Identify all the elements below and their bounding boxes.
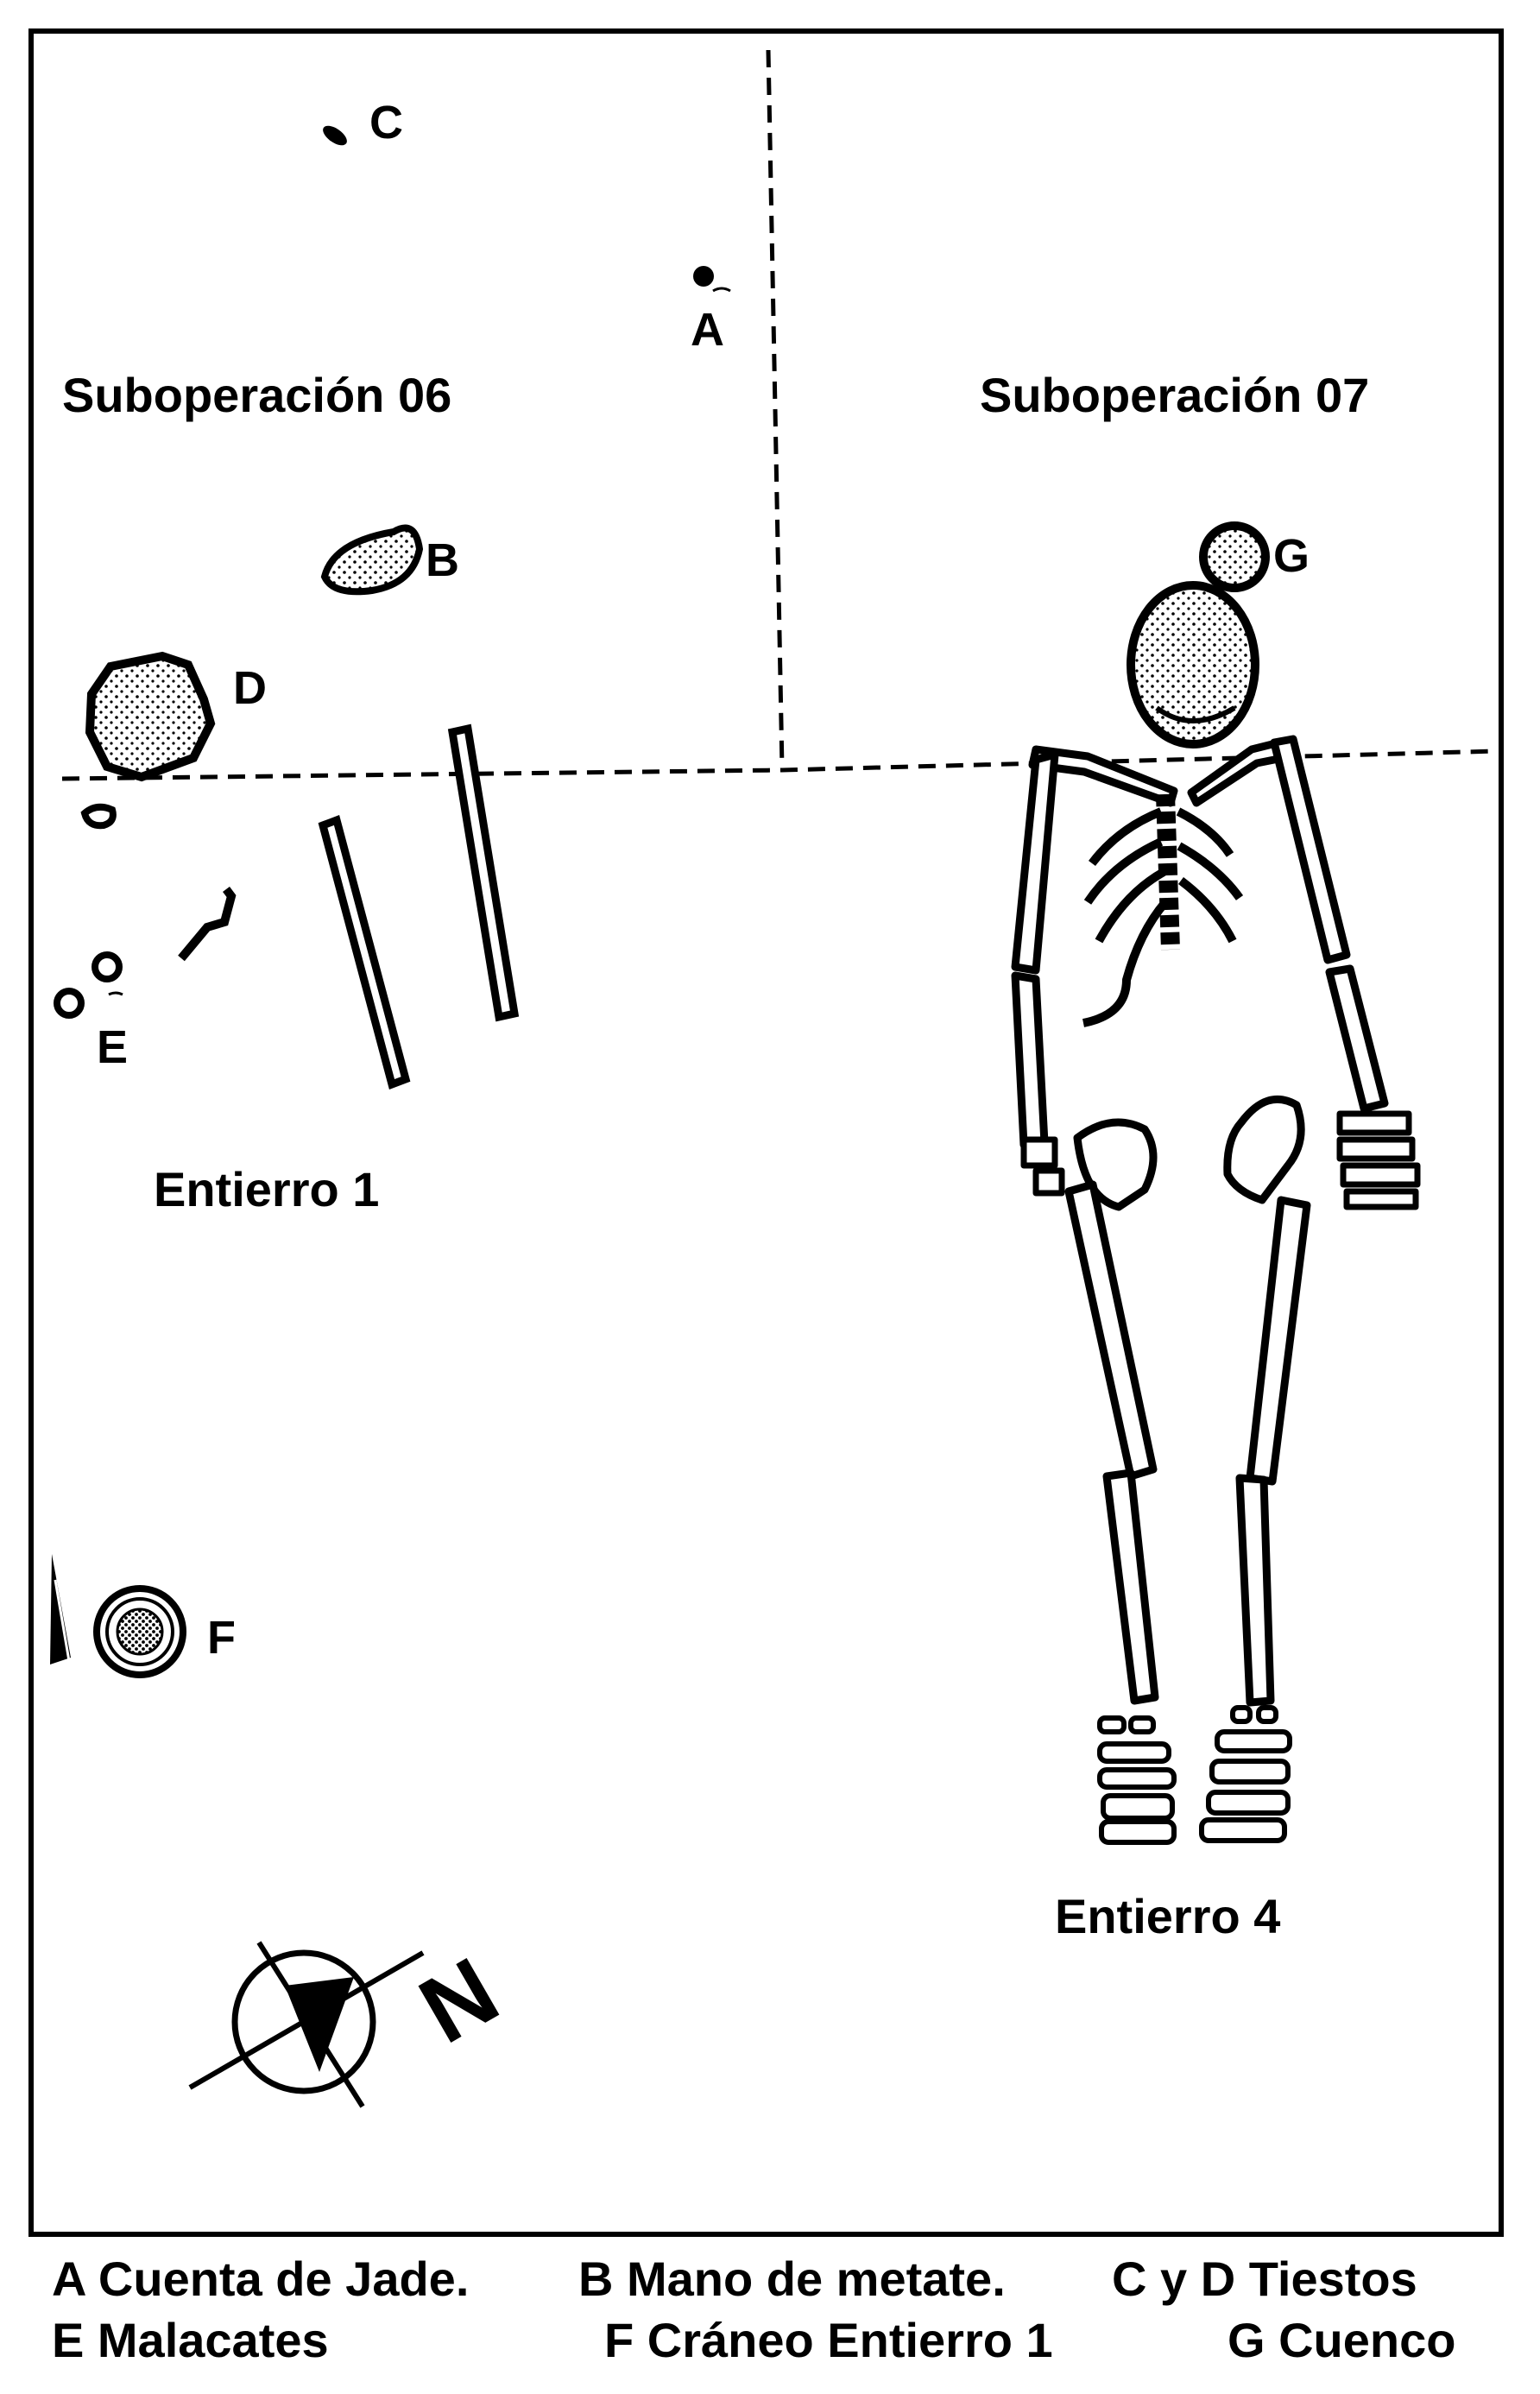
north-arrow-icon — [188, 1941, 425, 2108]
marker-e-label: E — [97, 1021, 129, 1073]
legend-item-cd: C y D Tiestos — [1112, 2252, 1417, 2306]
artifact-g — [1199, 521, 1270, 592]
artifact-b — [320, 524, 424, 596]
legend-item-g: G Cuenco — [1228, 2313, 1456, 2367]
artifact-f — [50, 1554, 186, 1678]
legend-item-f: F Cráneo Entierro 1 — [604, 2313, 1053, 2367]
suboperation-06-label: Suboperación 06 — [62, 368, 452, 422]
suboperation-07-label: Suboperación 07 — [980, 368, 1370, 422]
skeleton-icon — [1011, 581, 1421, 1845]
marker-a-label: A — [691, 304, 724, 356]
marker-g-label: G — [1273, 530, 1310, 582]
legend-row-1: A Cuenta de Jade. B Mano de metate. C y … — [52, 2255, 1519, 2315]
legend-row-2: E Malacates F Cráneo Entierro 1 G Cuenco — [52, 2316, 1519, 2377]
bone-fragments — [80, 803, 237, 962]
marker-b-label: B — [426, 534, 459, 586]
artifact-e — [54, 951, 123, 1019]
entierro-4-label: Entierro 4 — [1055, 1889, 1281, 1943]
artifact-d — [85, 651, 216, 782]
legend-item-a: A Cuenta de Jade. — [52, 2252, 470, 2306]
artifact-a — [693, 266, 731, 293]
entierro-1-label: Entierro 1 — [154, 1162, 380, 1216]
legend-item-e: E Malacates — [52, 2313, 329, 2367]
artifact-c — [323, 125, 347, 146]
legend-item-b: B Mano de metate. — [578, 2252, 1006, 2306]
plan-frame — [28, 28, 1504, 2237]
marker-f-label: F — [207, 1612, 236, 1664]
entierro-1-bones — [318, 723, 520, 1090]
marker-d-label: D — [233, 662, 267, 714]
marker-c-label: C — [369, 97, 403, 148]
